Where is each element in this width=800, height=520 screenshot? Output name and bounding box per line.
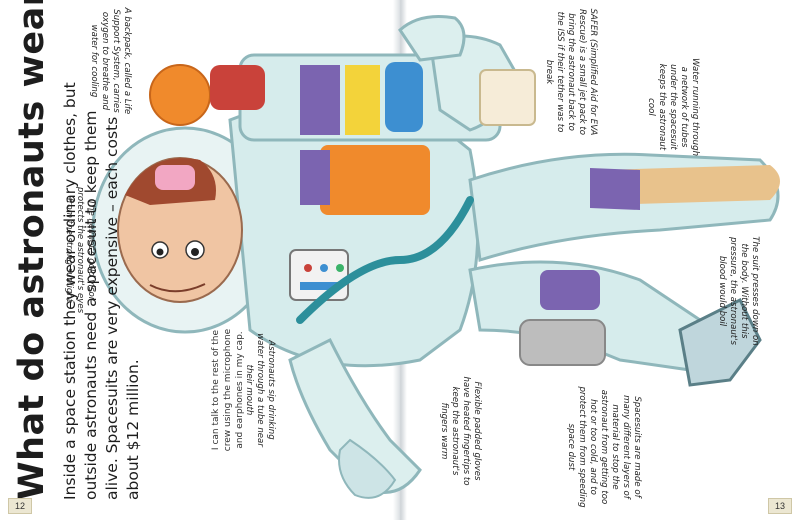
- page-title: What do astronauts wear?: [12, 0, 52, 500]
- speech-bubble-text: I can talk to the rest of the crew using…: [211, 328, 245, 452]
- caption-pressure: The suit presses down on the body. Witho…: [717, 236, 760, 346]
- page-number-right: 13: [768, 498, 792, 514]
- caption-cooling: Water running through a network of tubes…: [646, 57, 700, 157]
- caption-backpack: A backpack, called a Life Support System…: [89, 7, 132, 115]
- caption-visor: The helmet's gold visor protects the ast…: [64, 186, 96, 314]
- caption-safer: SAFER (Simplified Aid for EVA Rescue) is…: [544, 8, 598, 136]
- caption-drinking-tube: Astronauts sip drinking water through a …: [244, 333, 276, 447]
- caption-layers: Spacesuits are made of many different la…: [566, 386, 642, 508]
- caption-gloves: Flexible padded gloves have heated finge…: [439, 376, 482, 486]
- page-number-left: 12: [8, 498, 32, 514]
- astronaut-face: [117, 157, 243, 303]
- spacesuit: [91, 15, 780, 499]
